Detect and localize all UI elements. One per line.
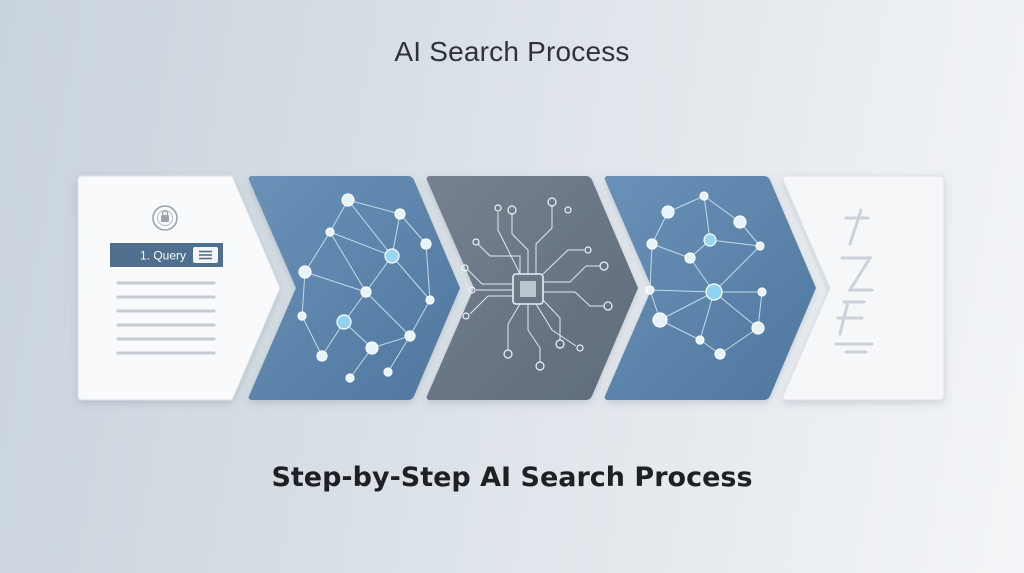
step-network-panel-1 — [248, 176, 460, 400]
circuit-traces — [467, 206, 604, 362]
query-bar[interactable]: 1. Query — [110, 243, 223, 267]
menu-lines-icon[interactable] — [193, 247, 218, 263]
step-processor-panel — [426, 176, 638, 400]
page-title: AI Search Process — [394, 36, 630, 67]
network-nodes-2 — [645, 191, 767, 360]
step-network-panel-2 — [604, 176, 816, 400]
network-nodes-1 — [297, 193, 435, 383]
circuit-nodes — [461, 197, 613, 371]
diagram-caption: Step-by-Step AI Search Process — [271, 462, 753, 493]
step-query-panel: 1. Query — [77, 175, 281, 401]
document-lines — [116, 281, 216, 355]
step-results-panel — [782, 175, 945, 401]
shield-lock-icon — [152, 205, 178, 231]
results-glyph-icon — [834, 208, 874, 354]
query-label: 1. Query — [140, 249, 186, 263]
